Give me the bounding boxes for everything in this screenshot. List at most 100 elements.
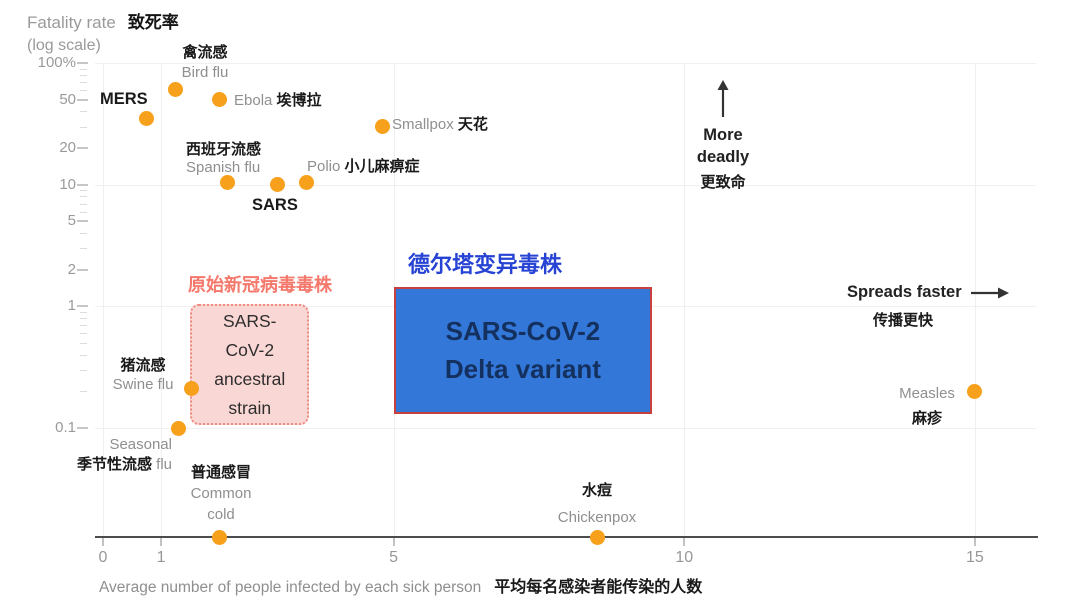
point-label-line: 猪流感 [113,356,174,375]
y-tick-minor [80,325,87,327]
point-label-line: Swine flu [113,375,174,394]
x-tick-label: 1 [156,549,166,566]
more-deadly-en-2: deadly [696,148,750,166]
y-tick [77,427,88,429]
x-axis-line [95,536,1038,538]
point-label-text: Bird flu [181,64,229,81]
scatter-dot-mers [139,110,155,126]
range-box-ancestral-line: CoV-2 [225,339,275,360]
scatter-dot-common_cold [211,529,227,545]
y-tick-minor [80,354,87,356]
point-label-line: 禽流感 [182,43,229,63]
y-tick-label: 0.1 [55,419,76,436]
y-tick-minor [80,196,87,198]
more-deadly-en-1: More [703,126,743,144]
point-label-line: Smallpox 天花 [392,115,488,134]
scatter-dot-chickenpox [589,529,605,545]
range-box-ancestral-line: ancestral [214,368,286,389]
point-label-seasonal_flu: Seasonal 季节性流感 flu [77,435,172,475]
point-label-text: Seasonal [109,436,172,453]
point-label-line: SARS [252,196,298,215]
y-tick [77,220,88,223]
y-tick-label: 5 [67,212,76,230]
point-label-line: Measles [899,381,955,406]
scatter-dot-spanish_flu [220,174,236,190]
point-label-smallpox: Smallpox 天花 [392,115,488,134]
y-tick-minor [80,68,87,70]
y-tick-minor [80,248,87,250]
gridline-horizontal [95,428,1036,429]
y-tick-minor [80,233,87,235]
up-arrow-icon [717,80,729,117]
point-label-measles: Measles 麻疹 [899,381,955,431]
x-axis-title: Average number of people infected by eac… [99,573,702,597]
point-label-line: Bird flu [182,63,229,83]
y-tick-minor [80,126,87,128]
gridline-vertical [103,63,104,537]
point-label-text: Polio [307,158,345,175]
point-label-line: 季节性流感 flu [77,455,172,475]
point-label-line: 水痘 [558,477,636,504]
scatter-dot-swine_flu [184,381,200,397]
y-tick-minor [80,190,87,192]
gridline-vertical [684,63,686,537]
y-tick [77,62,88,64]
more-deadly-annotation: More deadly 更致命 [673,80,773,194]
y-tick-minor [80,81,87,83]
y-tick-minor [80,203,87,205]
point-label-text: 禽流感 [182,44,228,61]
point-label-text: 普通感冒 [190,464,252,481]
point-label-line: Seasonal [77,435,172,455]
y-tick-minor [80,318,87,320]
point-label-sars: SARS [252,196,298,215]
gridline-horizontal [95,184,1036,186]
right-arrow-icon [970,287,1009,298]
y-tick-minor [80,369,87,371]
y-tick [77,268,88,271]
point-label-line: Polio 小儿麻痹症 [307,157,420,176]
point-label-line: cold [191,504,252,525]
point-label-bird_flu: 禽流感 Bird flu [182,43,229,83]
point-label-mers: MERS [100,90,148,109]
x-axis-title-en: Average number of people infected by eac… [99,579,482,596]
point-label-line: MERS [100,90,148,109]
point-label-line: Chickenpox [558,504,636,531]
y-tick-label: 2 [67,260,76,278]
scatter-dot-measles [967,383,983,399]
x-tick [102,538,104,546]
point-label-text: Swine flu [112,376,174,393]
point-label-text: 小儿麻痹症 [344,158,420,175]
point-label-common_cold: 普通感冒 Common cold [191,462,252,525]
point-label-text: Measles [899,385,955,402]
y-tick [77,183,88,186]
point-label-polio: Polio 小儿麻痹症 [307,157,420,176]
x-tick-label: 0 [98,549,108,566]
y-tick-minor [80,333,87,335]
point-label-text: cold [207,506,235,523]
scatter-dot-polio [298,174,314,190]
point-label-line: 麻疹 [899,406,955,431]
chart-title-line: Fatality rate 致死率 [27,8,179,33]
point-label-line: Common [191,483,252,504]
point-label-text: 天花 [453,116,488,133]
y-tick-label: 20 [59,139,76,157]
x-tick [392,538,395,546]
y-tick-minor [80,89,87,91]
log-scale-note: (log scale) [27,37,101,54]
gridline-vertical [974,63,976,537]
range-box-delta-line: SARS-CoV-2 [445,316,601,347]
range-box-title-ancestral: 原始新冠病毒毒株 [188,275,332,295]
y-tick [77,305,88,308]
point-label-line: Ebola 埃博拉 [234,91,322,110]
range-box-ancestral-line: SARS- [223,310,277,331]
point-label-text: Ebola [234,92,273,109]
point-label-text: 西班牙流感 [186,141,262,158]
point-label-text: 埃博拉 [272,92,322,109]
point-label-text: Smallpox [392,116,454,133]
y-tick-minor [80,342,87,344]
point-label-text: MERS [100,90,148,108]
